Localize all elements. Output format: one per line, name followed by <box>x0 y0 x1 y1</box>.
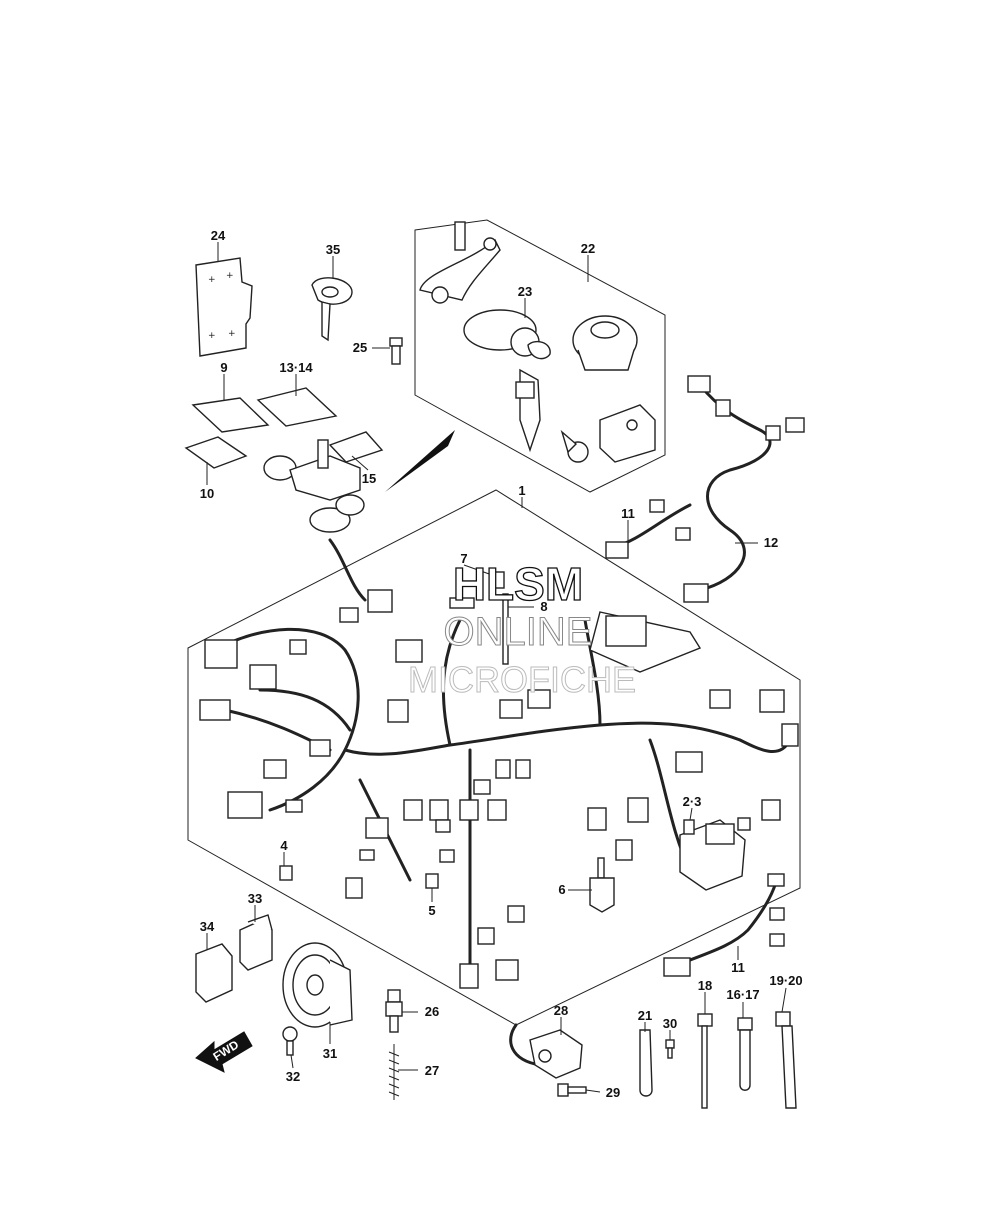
sensor-part-6 <box>589 857 615 913</box>
bolt-part-32 <box>282 1026 298 1056</box>
callout-21: 21 <box>638 1008 652 1023</box>
svg-text:+: + <box>208 331 216 341</box>
callout-8: 8 <box>540 599 547 614</box>
callout-34: 34 <box>200 919 215 934</box>
svg-text:+: + <box>208 275 216 285</box>
relay-part-34 <box>195 943 233 1003</box>
watermark: HLSM ONLINE MICROFICHE <box>408 557 637 700</box>
watermark-line-1: HLSM <box>453 558 583 610</box>
main-harness-frame <box>187 489 801 1026</box>
seat-lock <box>599 404 656 463</box>
relay-part-33 <box>239 914 273 971</box>
ecu-connector-block <box>589 611 702 673</box>
tie-part-16-17 <box>737 1017 753 1091</box>
tie-part-18 <box>697 1013 713 1109</box>
callout-25: 25 <box>353 340 367 355</box>
clip-part-5 <box>425 873 439 889</box>
direction-wedge <box>385 430 455 492</box>
callout-13-14: 13·14 <box>279 360 313 375</box>
ignition-switch-part-23 <box>419 221 551 453</box>
band-part-8 <box>502 593 509 665</box>
tie-part-19-20 <box>775 1011 797 1109</box>
callout-22: 22 <box>581 241 595 256</box>
forward-arrow-icon: FWD <box>195 1031 253 1073</box>
key-part-35 <box>311 277 353 342</box>
callout-6: 6 <box>558 882 565 897</box>
watermark-line-2: ONLINE <box>444 610 593 654</box>
callout-35: 35 <box>326 242 340 257</box>
main-wiring-harness <box>213 538 792 1067</box>
fuse-box <box>679 819 746 891</box>
sub-harness-part-11-right <box>663 873 785 977</box>
callout-1: 1 <box>518 483 525 498</box>
sensor-part-28 <box>529 1029 583 1079</box>
clip-part-7 <box>489 571 505 589</box>
lock-cylinder <box>560 429 589 463</box>
callout-5: 5 <box>428 903 435 918</box>
callout-16-17: 16·17 <box>726 987 759 1002</box>
callout-30: 30 <box>663 1016 677 1031</box>
ignition-set-frame <box>414 219 666 493</box>
fuel-cap-lock <box>572 315 638 371</box>
callout-9: 9 <box>220 360 227 375</box>
callout-11-right: 11 <box>731 960 745 975</box>
svg-text:+: + <box>226 271 234 281</box>
callout-23: 23 <box>518 284 532 299</box>
callout-15: 15 <box>362 471 376 486</box>
callout-12: 12 <box>764 535 778 550</box>
leader-lines <box>206 242 787 1093</box>
plate-part-24: + + + + <box>195 257 253 357</box>
bolt-part-25 <box>389 337 403 365</box>
callout-24: 24 <box>211 228 226 243</box>
callout-28: 28 <box>554 1003 568 1018</box>
clamp-near-7 <box>449 597 475 609</box>
label-part-13 <box>256 387 338 427</box>
callout-4: 4 <box>280 838 288 853</box>
callout-31: 31 <box>323 1046 337 1061</box>
screw-part-30 <box>665 1039 675 1059</box>
callout-7: 7 <box>460 551 467 566</box>
callout-27: 27 <box>425 1063 439 1078</box>
label-part-15 <box>328 431 384 463</box>
clip-part-4 <box>279 865 293 881</box>
harness-connectors <box>199 589 799 989</box>
callout-numbers: 24 35 22 23 25 9 13·14 10 15 1 11 12 7 8… <box>200 228 803 1100</box>
callout-2-3: 2·3 <box>683 794 702 809</box>
callout-18: 18 <box>698 978 712 993</box>
svg-text:+: + <box>228 329 236 339</box>
sub-harness-part-12 <box>683 375 805 603</box>
callout-29: 29 <box>606 1085 620 1100</box>
watermark-line-3: MICROFICHE <box>408 659 636 700</box>
switch-part-26 <box>385 989 403 1033</box>
steering-lock <box>263 439 365 533</box>
callout-10: 10 <box>200 486 214 501</box>
fuse-part-2-3 <box>683 819 695 835</box>
sub-harness-part-11-top <box>605 499 692 559</box>
label-part-9 <box>191 397 270 433</box>
callout-11-top: 11 <box>621 506 635 521</box>
callout-32: 32 <box>286 1069 300 1084</box>
callout-19-20: 19·20 <box>769 973 802 988</box>
bolt-part-29 <box>557 1083 587 1097</box>
callout-26: 26 <box>425 1004 439 1019</box>
label-part-10 <box>184 436 248 469</box>
clamp-part-21 <box>639 1029 653 1097</box>
spring-part-27 <box>388 1044 400 1100</box>
callout-33: 33 <box>248 891 262 906</box>
horn-part-31 <box>282 942 353 1028</box>
